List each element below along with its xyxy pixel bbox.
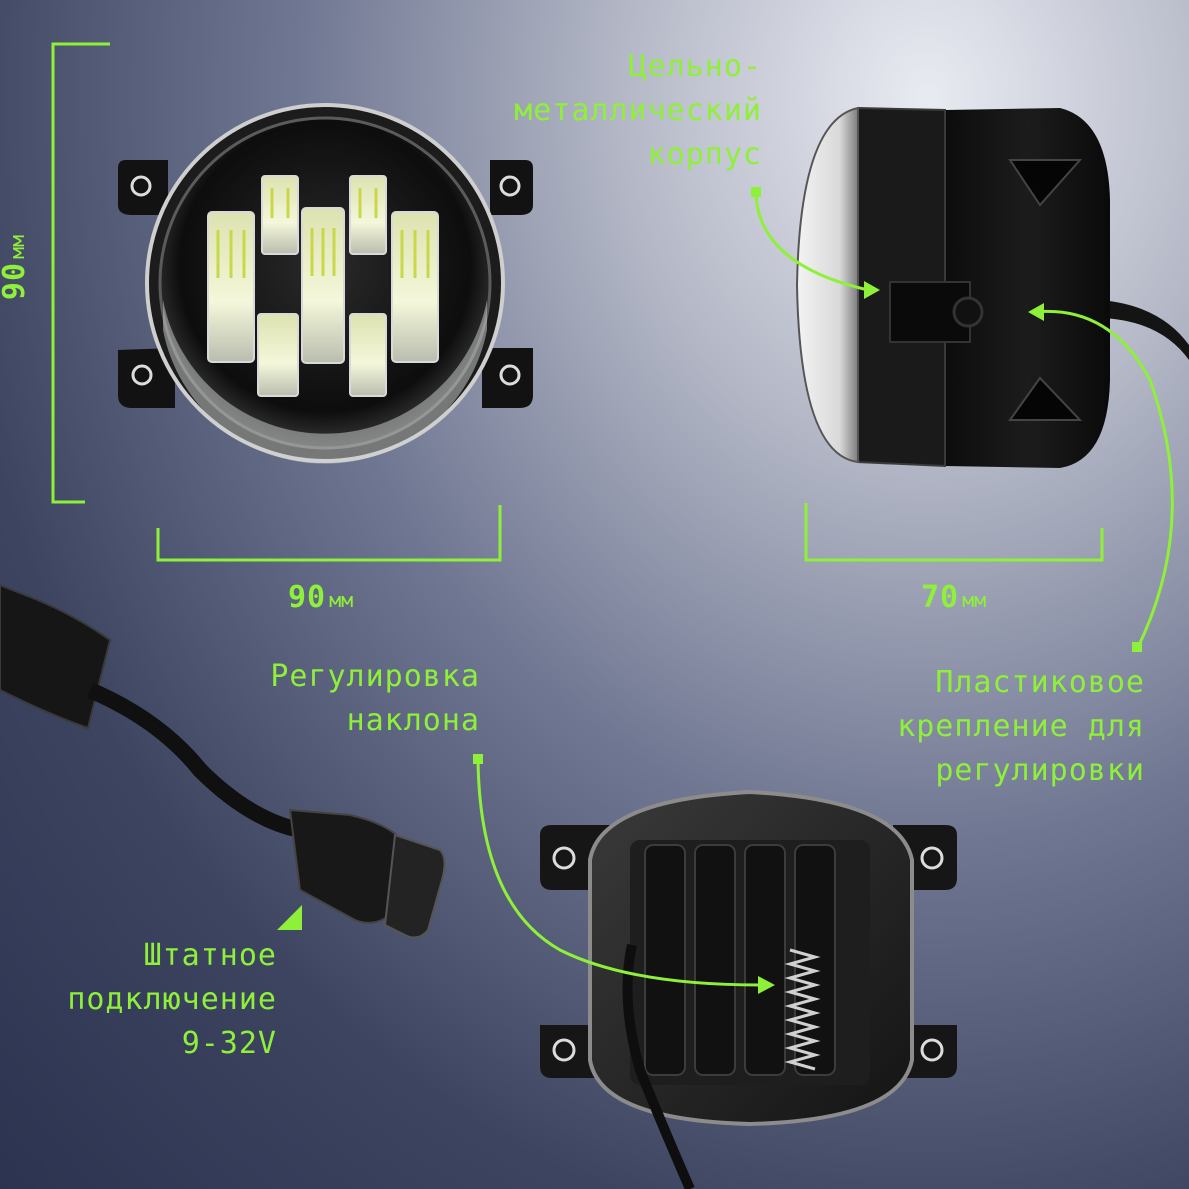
- connector-pointer-icon: [277, 905, 302, 930]
- callout-arrows: [476, 194, 1174, 987]
- fog-lamp-front-view: [118, 103, 533, 464]
- height-dimension-line: [51, 42, 110, 504]
- connector-cable: [0, 583, 446, 939]
- connector-callout: Штатное подключение 9-32V: [67, 938, 277, 1061]
- depth-dimension-line: [804, 503, 1104, 562]
- mount-callout: Пластиковое крепление для регулировки: [897, 665, 1145, 788]
- adjustment-spring: [784, 948, 821, 1071]
- callout-markers: [277, 187, 1142, 994]
- fog-lamp-side-view: [795, 106, 1189, 468]
- housing-callout: Цельно- металлический корпус: [514, 49, 762, 172]
- width-dimension-line: [156, 505, 502, 562]
- fog-lamp-back-view: [540, 789, 957, 1189]
- height-dimension-label: 90мм: [0, 234, 33, 301]
- tilt-callout: Регулировка наклона: [270, 659, 480, 738]
- led-modules: [207, 175, 439, 397]
